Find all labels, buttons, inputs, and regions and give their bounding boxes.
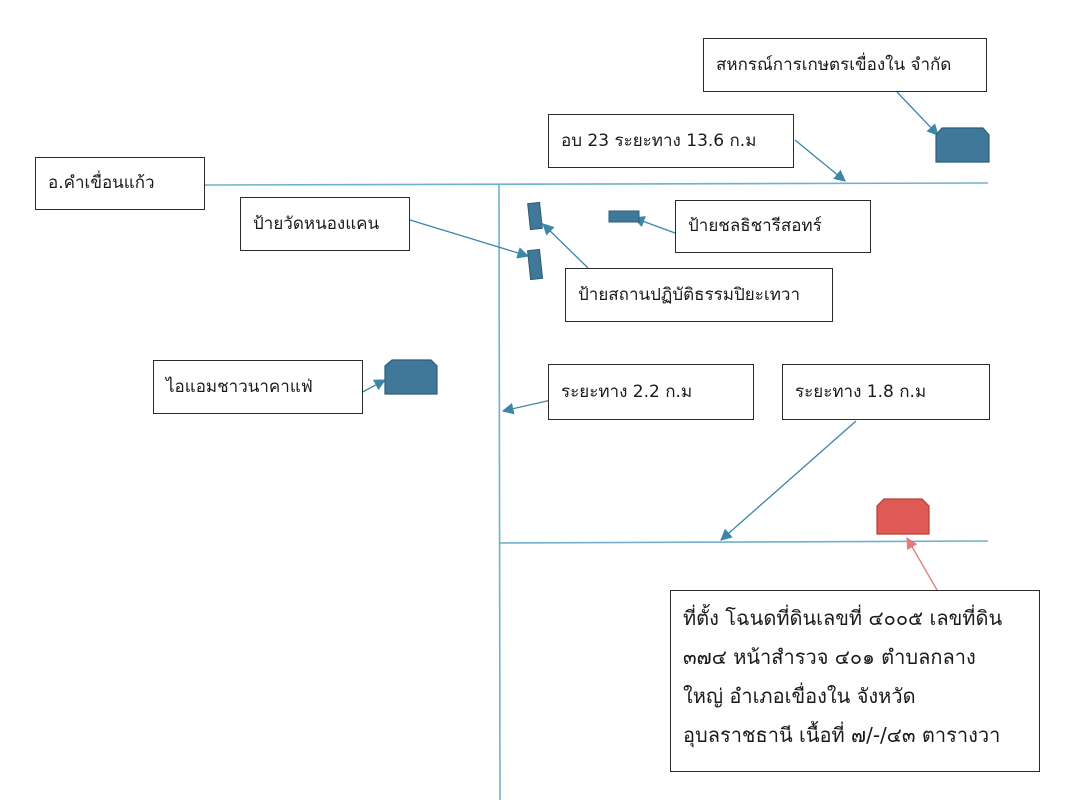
arrow-wat-sign [409,219,530,259]
distance-1-8-label: ระยะทาง 1.8 ก.ม [782,364,990,420]
arrow-route23 [794,139,846,182]
side-road-vertical [498,184,501,800]
cooperative-building-icon [935,127,990,163]
wat-sign-label: ป้ายวัดหนองแคน [240,197,410,251]
store-sign-label: ป้ายชลธิชารีสอทร์ [675,200,871,253]
target-property-icon [876,498,930,535]
temple-sign-icon [527,248,544,281]
property-location-label: ที่ตั้ง โฉนดที่ดินเลขที่ ๔๐๐๕ เลขที่ดิน … [670,590,1040,772]
temple-sign-label: ป้ายสถานปฏิบัติธรรมปิยะเทวา [565,268,833,322]
distance-2-2-label: ระยะทาง 2.2 ก.ม [548,364,754,420]
location-line-1: ที่ตั้ง โฉนดที่ดินเลขที่ ๔๐๐๕ เลขที่ดิน [683,606,1003,630]
arrow-target [906,536,938,591]
arrow-temple-sign [542,223,589,269]
arrow-store-sign [632,216,676,234]
wat-sign-icon [527,201,543,231]
location-line-4: อุบลราชธานี เนื้อที่ ๗/-/๔๓ ตารางวา [683,723,1001,747]
cafe-label: ไอแอมชาวนาคาแฟ่ [153,360,363,414]
branch-road [499,540,989,544]
cooperative-label: สหกรณ์การเกษตรเขื่องใน จำกัด [703,38,987,92]
cafe-building-icon [384,359,438,395]
store-sign-icon [608,210,640,223]
arrow-cooperative [896,91,939,136]
arrow-dist-1-8 [720,420,857,541]
main-road [204,182,989,186]
location-line-2: ๓๗๔ หน้าสำรวจ ๔๐๑ ตำบลกลาง [683,645,976,669]
location-line-3: ใหญ่ อำเภอเขื่องใน จังหวัด [683,684,916,708]
district-label: อ.คำเขื่อนแก้ว [35,157,205,210]
route23-distance-label: อบ 23 ระยะทาง 13.6 ก.ม [548,114,794,168]
